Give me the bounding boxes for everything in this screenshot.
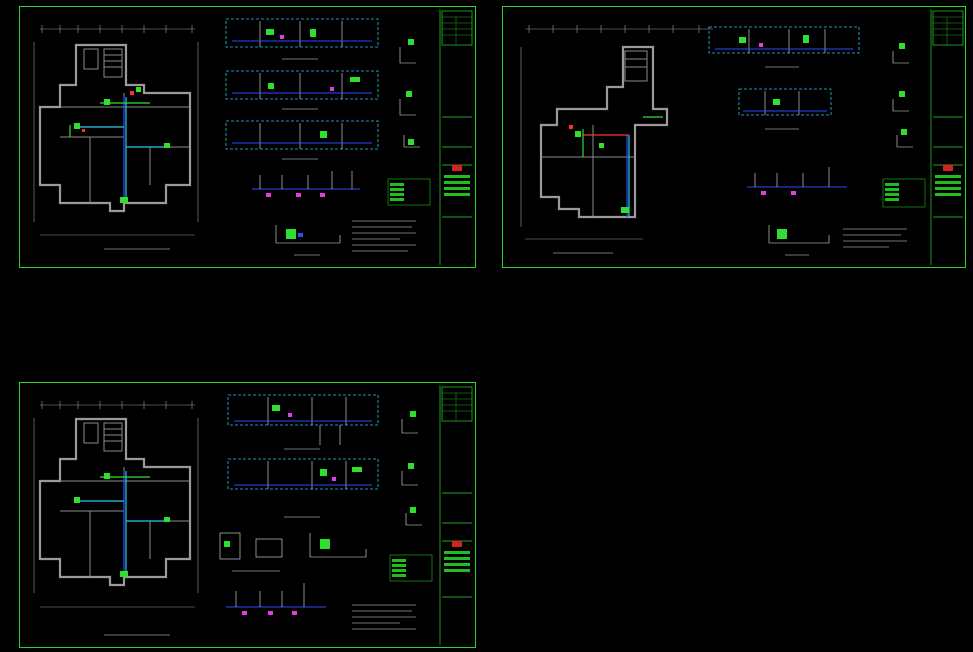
sheet-1-drawing [33,9,473,265]
sheet-3-drawing [33,385,473,645]
drawing-sheet-2[interactable] [502,6,966,268]
drawing-sheet-1[interactable] [19,6,476,268]
drawing-sheet-3[interactable] [19,382,476,648]
sheet-2-drawing [520,9,964,265]
